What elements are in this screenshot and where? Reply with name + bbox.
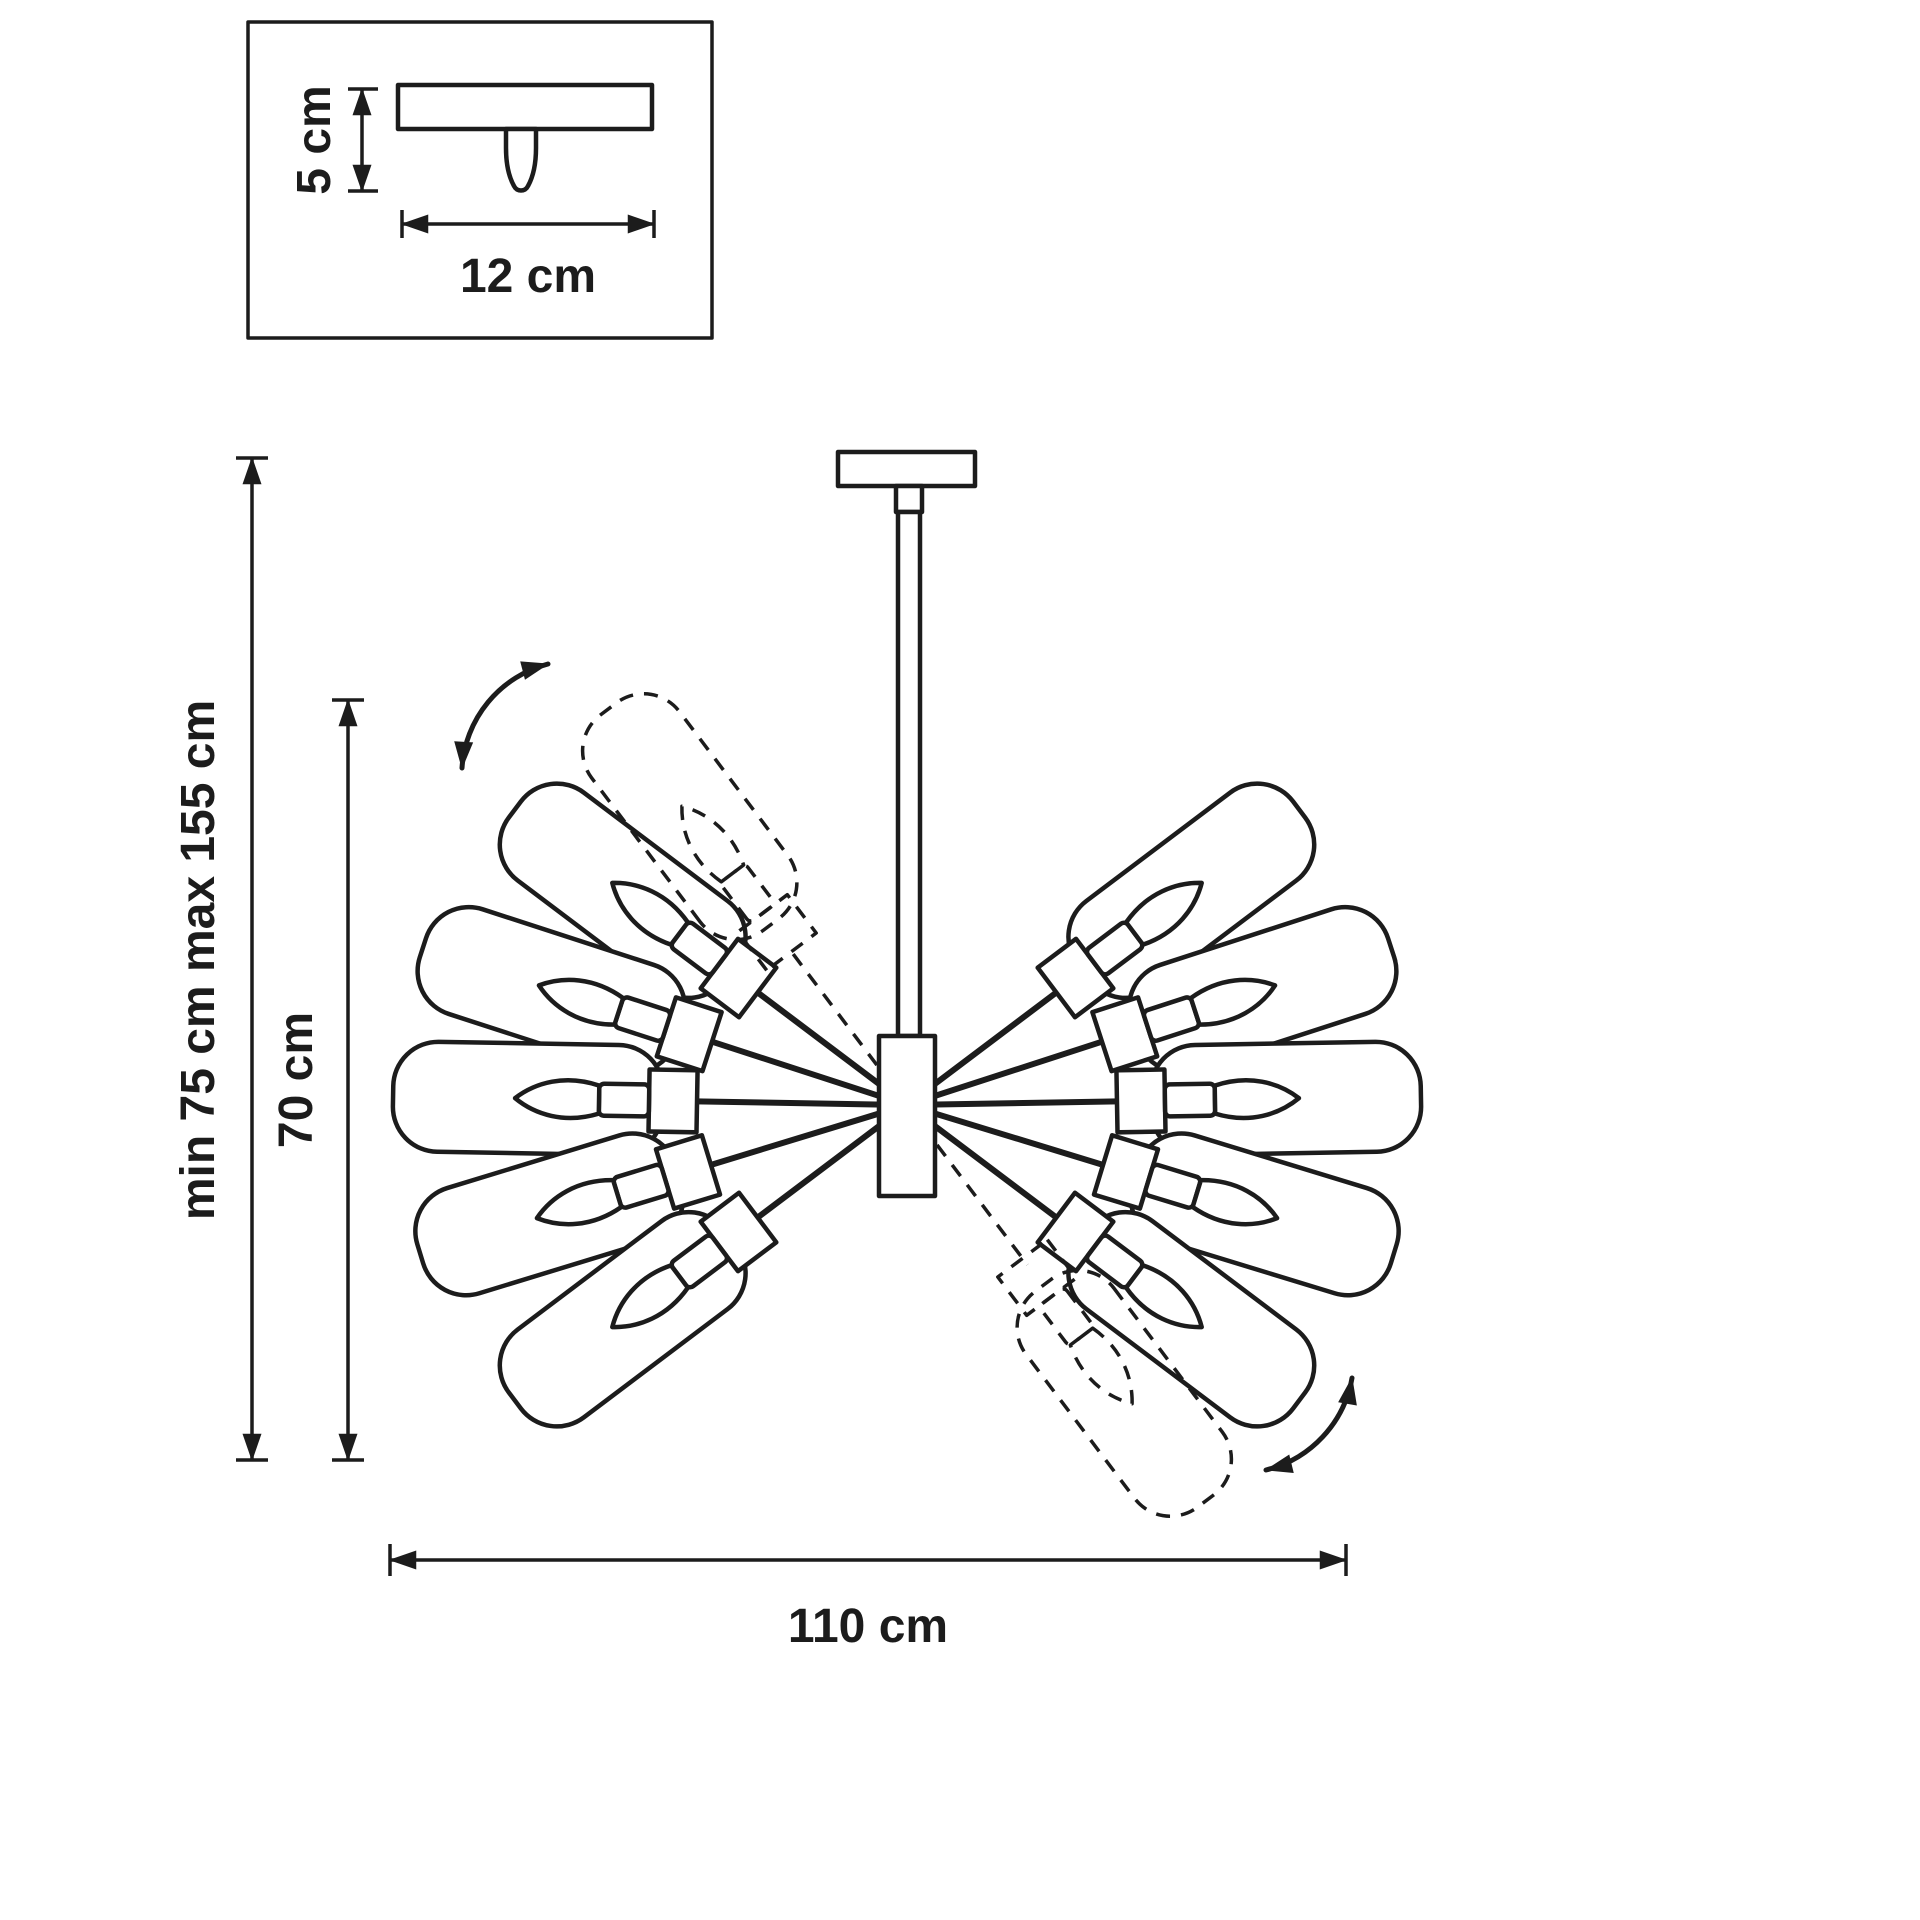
arm bbox=[904, 1098, 1128, 1108]
suspension-range-label: min 75 cm max 155 cm bbox=[172, 700, 225, 1220]
arm bbox=[904, 1036, 1113, 1108]
arm bbox=[686, 1098, 910, 1108]
dimensions: min 75 cm max 155 cm 70 cm 110 cm bbox=[172, 456, 1348, 1653]
mount-width-label: 12 cm bbox=[460, 250, 596, 303]
arm bbox=[701, 1036, 910, 1108]
mount-plate bbox=[395, 82, 655, 132]
arm bbox=[904, 1102, 1114, 1171]
fixture-width-label: 110 cm bbox=[788, 1600, 948, 1653]
mount-detail: 5 cm 12 cm bbox=[246, 20, 714, 340]
fixture-height-label: 70 cm bbox=[270, 1012, 323, 1148]
rotation-arrow-icon bbox=[454, 661, 551, 771]
rotation-arrow-icon bbox=[1263, 1375, 1357, 1473]
rod-collar bbox=[893, 483, 925, 515]
mount-stem bbox=[503, 126, 539, 193]
chandelier bbox=[392, 449, 1422, 1536]
down-rod bbox=[895, 509, 923, 1039]
mount-detail-frame bbox=[246, 20, 714, 340]
mount-height-label: 5 cm bbox=[288, 85, 341, 194]
arm bbox=[700, 1102, 910, 1171]
ceiling-canopy bbox=[835, 449, 978, 489]
central-hub bbox=[876, 1033, 938, 1199]
